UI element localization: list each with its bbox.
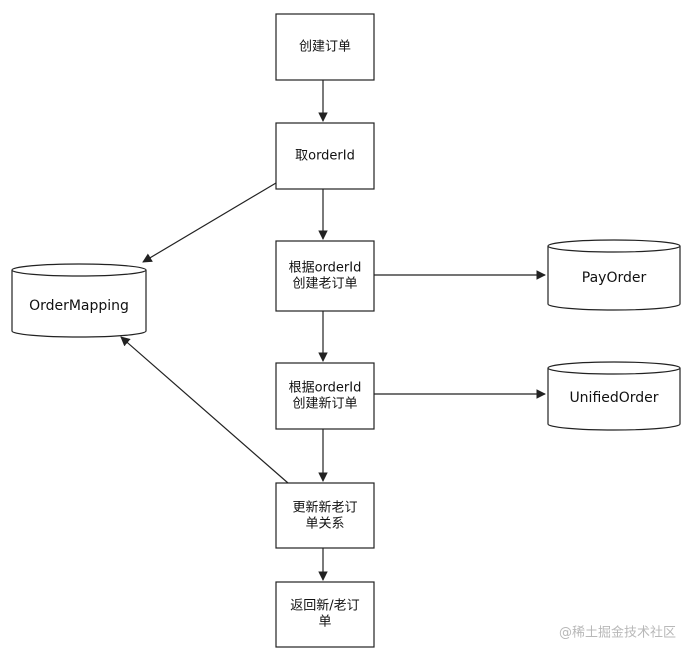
process-return-order: 返回新/老订 单 xyxy=(275,581,375,648)
edge-getid-to-ordermapping xyxy=(142,182,277,263)
process-update-relation: 更新新老订 单关系 xyxy=(275,482,375,549)
process-get-order-id: 取orderId xyxy=(275,122,375,190)
process-create-order: 创建订单 xyxy=(275,13,375,81)
database-label: PayOrder xyxy=(582,270,647,286)
process-create-old-order: 根据orderId 创建老订单 xyxy=(275,240,375,312)
edge-update-to-ordermapping xyxy=(120,336,289,484)
process-create-new-order: 根据orderId 创建新订单 xyxy=(275,362,375,430)
database-unified-order: UnifiedOrder xyxy=(547,361,681,431)
database-pay-order: PayOrder xyxy=(547,239,681,311)
database-order-mapping: OrderMapping xyxy=(11,263,147,338)
process-label-line: 创建老订单 xyxy=(292,277,357,292)
process-label-line: 根据orderId xyxy=(289,261,362,276)
process-label-line: 创建订单 xyxy=(299,40,351,55)
watermark-text: @稀土掘金技术社区 xyxy=(559,625,676,641)
database-label: OrderMapping xyxy=(29,298,129,314)
process-label-line: 根据orderId xyxy=(289,381,362,396)
process-label-line: 更新新老订 xyxy=(292,500,357,516)
process-label-line: 返回新/老订 xyxy=(290,598,359,614)
process-label-line: 单关系 xyxy=(305,517,344,532)
process-label-line: 单 xyxy=(318,615,331,630)
process-label-line: 创建新订单 xyxy=(292,396,357,412)
process-label-line: 取orderId xyxy=(295,149,355,164)
database-label: UnifiedOrder xyxy=(569,390,658,406)
edges xyxy=(120,80,546,581)
